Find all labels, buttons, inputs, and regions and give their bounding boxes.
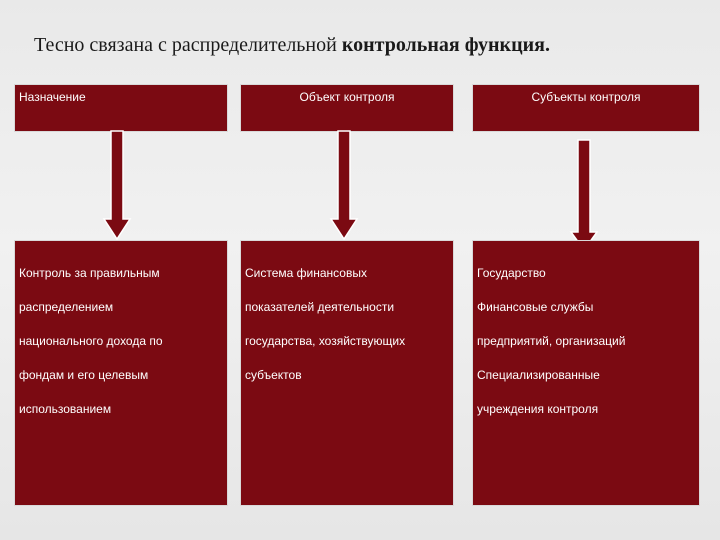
header-box-purpose: Назначение — [14, 84, 228, 132]
body-box-subjects: Государство Финансовые службы предприяти… — [472, 240, 700, 506]
title-bold-text: контрольная функция. — [341, 34, 550, 56]
arrow-down-icon — [569, 139, 599, 252]
body-box-object: Система финансовых показателей деятельно… — [240, 240, 454, 506]
header-label-purpose: Назначение — [19, 90, 86, 104]
body-line: распределением — [19, 300, 114, 314]
diagram-title: Тесно связана с распределительной контро… — [34, 34, 714, 57]
body-line: Система финансовых — [245, 266, 367, 280]
body-line: использованием — [19, 402, 112, 416]
body-box-purpose: Контроль за правильным распределением на… — [14, 240, 228, 506]
header-label-object: Объект контроля — [299, 90, 395, 104]
body-line: национального дохода по — [19, 334, 163, 348]
body-line: Специализированные — [477, 368, 600, 382]
body-line: Государство — [477, 266, 546, 280]
body-line: государства, хозяйствующих — [245, 334, 406, 348]
title-normal-text: Тесно связана с распределительной — [34, 34, 342, 56]
header-label-subjects: Субъекты контроля — [531, 90, 641, 104]
header-box-object: Объект контроля — [240, 84, 454, 132]
body-line: фондам и его целевым — [19, 368, 149, 382]
body-line: Финансовые службы — [477, 300, 594, 314]
header-box-subjects: Субъекты контроля — [472, 84, 700, 132]
body-line: предприятий, организаций — [477, 334, 626, 348]
body-line: Контроль за правильным — [19, 266, 160, 280]
body-line: показателей деятельности — [245, 300, 395, 314]
body-line: учреждения контроля — [477, 402, 599, 416]
body-line: субъектов — [245, 368, 302, 382]
arrow-down-icon — [102, 130, 132, 241]
arrow-down-icon — [329, 130, 359, 241]
